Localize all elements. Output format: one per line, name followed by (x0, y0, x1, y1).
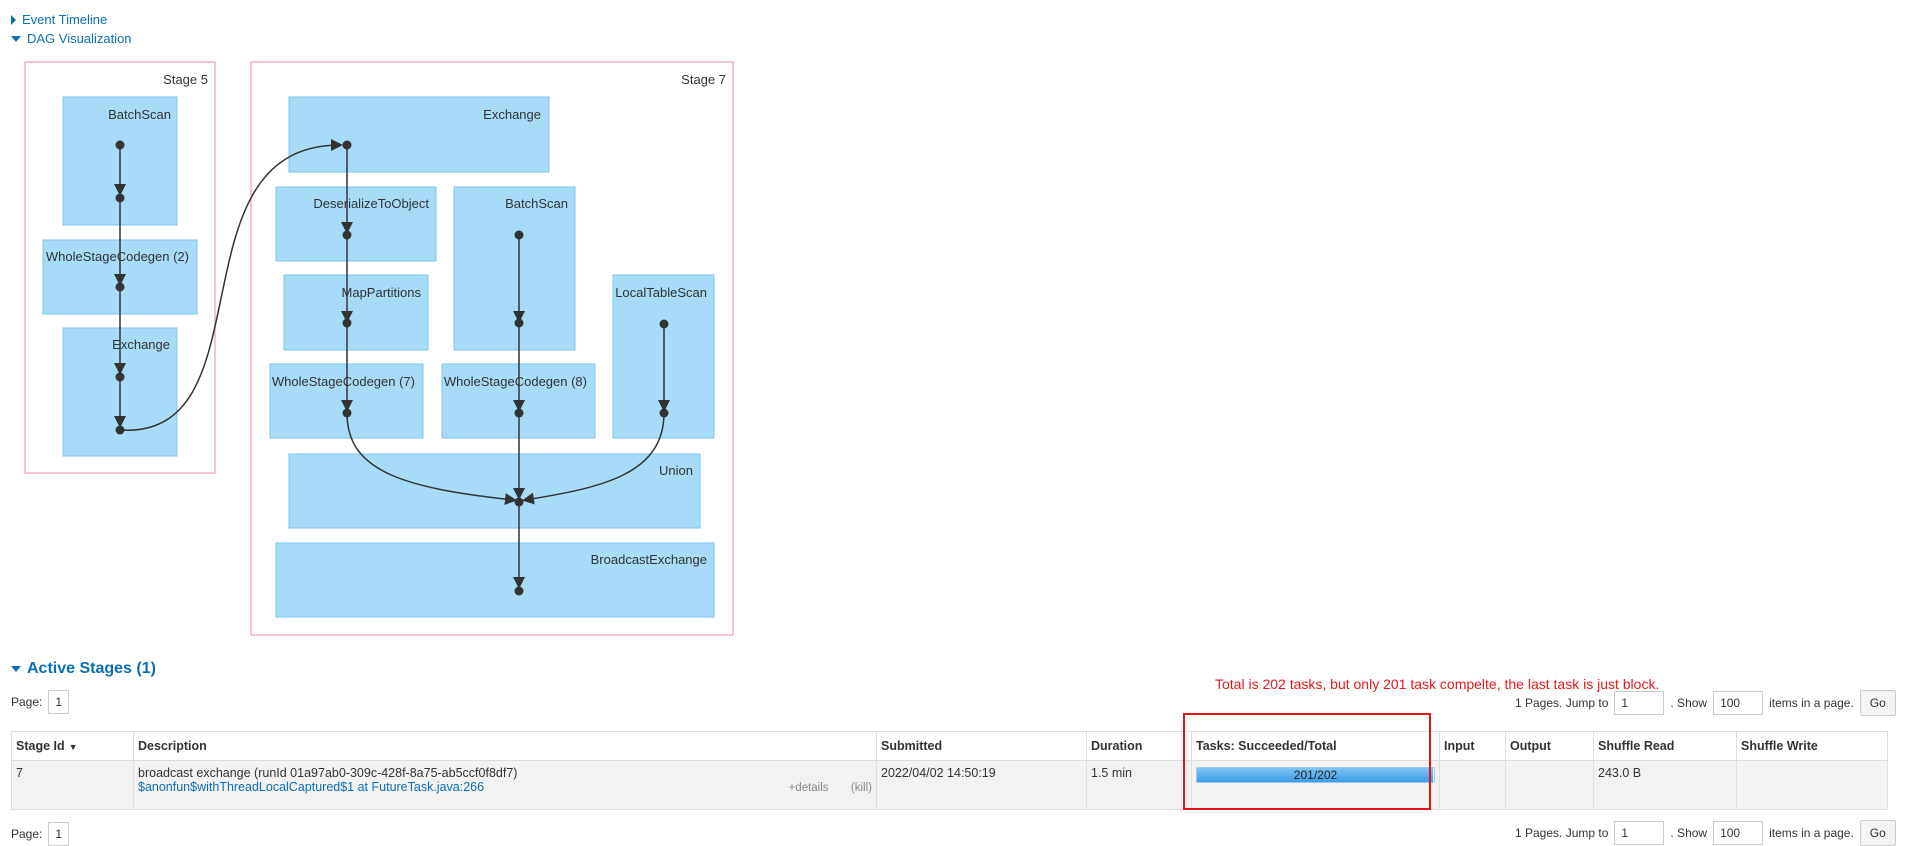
op-label-exchange-s7: Exchange (483, 107, 541, 122)
kill-link[interactable]: (kill) (850, 782, 872, 794)
col-description[interactable]: Description (133, 731, 877, 761)
caret-down-icon (11, 35, 21, 42)
dag-nodes (115, 140, 669, 596)
cell-description: broadcast exchange (runId 01a97ab0-309c-… (133, 760, 877, 810)
col-output[interactable]: Output (1505, 731, 1594, 761)
go-button[interactable]: Go (1859, 690, 1896, 716)
show-text: . Show (1670, 696, 1708, 710)
col-stage-id[interactable]: Stage Id▼ (11, 731, 134, 761)
op-label-wholestagecodegen-2: WholeStageCodegen (2) (46, 249, 189, 264)
cell-submitted: 2022/04/02 14:50:19 (876, 760, 1087, 810)
table-header-row: Stage Id▼ Description Submitted Duration… (11, 731, 1888, 761)
callsite-link[interactable]: $anonfun$withThreadLocalCaptured$1 at Fu… (138, 780, 485, 794)
op-label-batchscan-s5: BatchScan (108, 107, 171, 122)
pagination-controls-top: 1 Pages. Jump to 1 . Show 100 items in a… (1515, 690, 1896, 716)
col-shuffle-write[interactable]: Shuffle Write (1736, 731, 1888, 761)
cell-duration: 1.5 min (1086, 760, 1192, 810)
row-actions: +details (kill) (789, 782, 872, 794)
cell-shuffle-read: 243.0 B (1593, 760, 1737, 810)
col-shuffle-read[interactable]: Shuffle Read (1593, 731, 1737, 761)
op-label-batchscan-s7: BatchScan (505, 196, 568, 211)
show-text: . Show (1670, 826, 1708, 840)
op-label-localtablescan: LocalTableScan (615, 285, 707, 300)
cell-output (1505, 760, 1594, 810)
cross-stage-edge (119, 139, 343, 431)
op-union[interactable] (288, 453, 701, 529)
cell-shuffle-write (1736, 760, 1888, 810)
op-label-wholestagecodegen-8: WholeStageCodegen (8) (444, 374, 587, 389)
cell-input (1439, 760, 1506, 810)
op-deserializetoobject[interactable] (275, 186, 437, 262)
event-timeline-toggle[interactable]: Event Timeline (11, 12, 107, 27)
caret-down-icon (11, 666, 21, 672)
page-label: Page: (11, 827, 43, 841)
col-input[interactable]: Input (1439, 731, 1506, 761)
op-label-broadcastexchange: BroadcastExchange (591, 552, 707, 567)
page-size-input[interactable]: 100 (1713, 691, 1764, 715)
annotation-text: Total is 202 tasks, but only 201 task co… (1215, 676, 1660, 692)
col-tasks[interactable]: Tasks: Succeeded/Total (1191, 731, 1440, 761)
items-text: items in a page. (1769, 826, 1854, 840)
active-stages-toggle[interactable]: Active Stages (1) (11, 660, 156, 678)
stage-5-label: Stage 5 (163, 72, 208, 87)
cell-stage-id: 7 (11, 760, 134, 810)
jump-to-input[interactable]: 1 (1614, 821, 1665, 845)
description-text: broadcast exchange (runId 01a97ab0-309c-… (138, 766, 518, 780)
edge (522, 412, 665, 505)
op-label-union: Union (659, 463, 693, 478)
active-stages-title: Active Stages (1) (27, 660, 156, 677)
tasks-progress-bar: 201/202 (1196, 767, 1435, 783)
event-timeline-label: Event Timeline (22, 12, 108, 27)
tasks-progress-text: 201/202 (1293, 768, 1338, 782)
caret-right-icon (11, 14, 16, 25)
go-button[interactable]: Go (1859, 820, 1896, 846)
pagination-controls-bottom: 1 Pages. Jump to 1 . Show 100 items in a… (1515, 820, 1896, 846)
page-label: Page: (11, 695, 43, 709)
col-submitted[interactable]: Submitted (876, 731, 1087, 761)
items-text: items in a page. (1769, 696, 1854, 710)
page-number-button[interactable]: 1 (48, 690, 70, 714)
annotation-highlight-box (1183, 713, 1431, 810)
stage-7-label: Stage 7 (681, 72, 726, 87)
page-size-input[interactable]: 100 (1713, 821, 1764, 845)
dag-visualization-label: DAG Visualization (27, 31, 132, 46)
jump-to-input[interactable]: 1 (1614, 691, 1665, 715)
op-label-deserializetoobject: DeserializeToObject (313, 196, 429, 211)
tasks-progress-fill (1197, 768, 1433, 782)
page-number-button[interactable]: 1 (48, 822, 70, 846)
page-selector-bottom: Page: 1 (11, 822, 70, 846)
table-row: 7 broadcast exchange (runId 01a97ab0-309… (11, 760, 1888, 810)
col-duration[interactable]: Duration (1086, 731, 1192, 761)
cell-tasks: 201/202 (1191, 760, 1440, 810)
page-selector-top: Page: 1 (11, 690, 70, 714)
sort-desc-icon: ▼ (68, 742, 78, 752)
pages-text: 1 Pages. Jump to (1515, 826, 1609, 840)
pages-text: 1 Pages. Jump to (1515, 696, 1609, 710)
op-mappartitions[interactable] (283, 274, 429, 351)
edge (346, 412, 517, 506)
details-link[interactable]: +details (788, 782, 829, 794)
op-exchange-s7[interactable] (288, 96, 550, 173)
op-label-mappartitions: MapPartitions (342, 285, 422, 300)
op-label-wholestagecodegen-7: WholeStageCodegen (7) (272, 374, 415, 389)
op-label-exchange-s5: Exchange (112, 337, 170, 352)
op-batchscan-s7[interactable] (453, 186, 576, 351)
active-stages-table: Stage Id▼ Description Submitted Duration… (11, 731, 1888, 810)
dag-visualization-toggle[interactable]: DAG Visualization (11, 31, 132, 46)
dag-visualization: Stage 5 BatchScan WholeStageCodegen (2) … (24, 61, 734, 636)
op-broadcastexchange[interactable] (275, 542, 715, 618)
